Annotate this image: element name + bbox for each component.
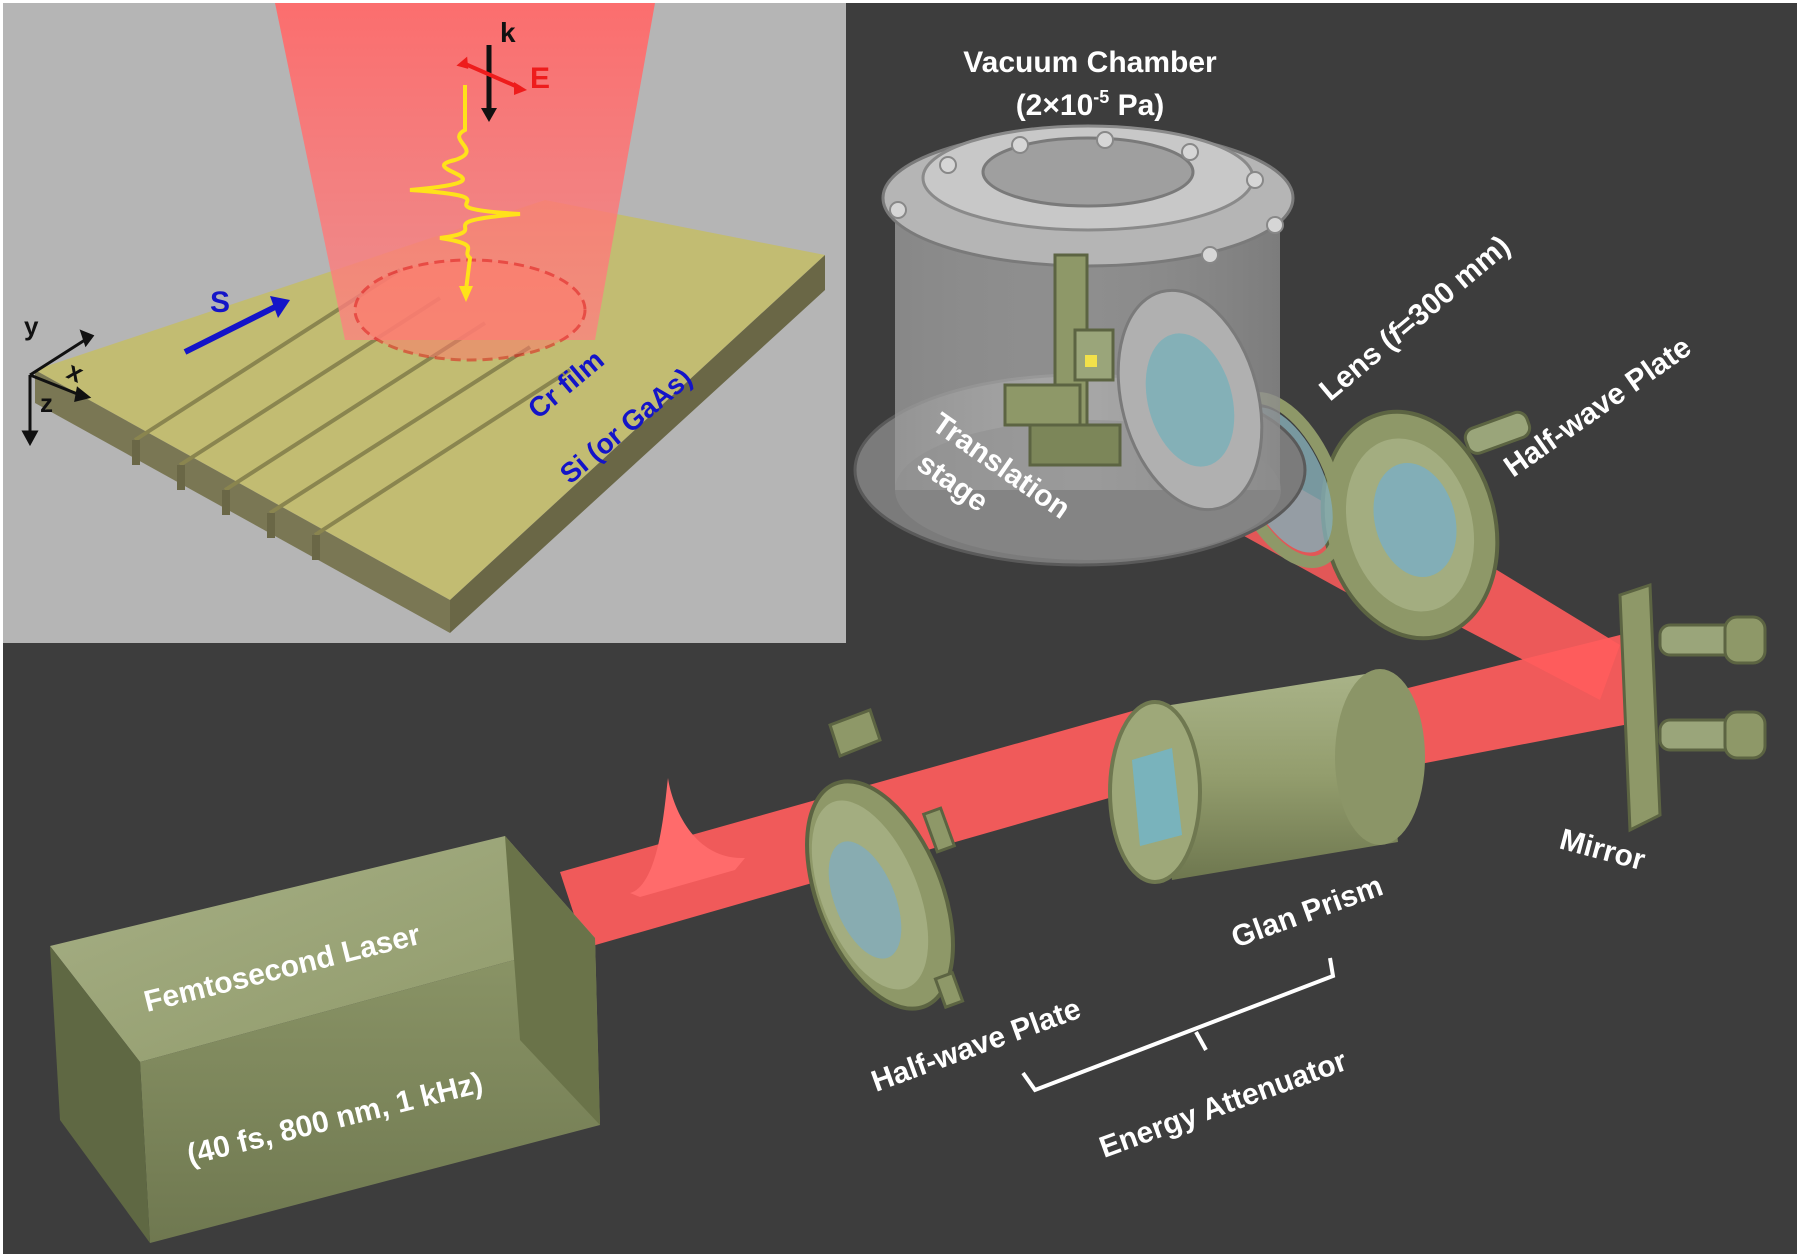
label-e: E — [530, 62, 550, 95]
coordinate-axes — [21, 329, 95, 447]
half-wave-plate-bottom — [805, 708, 965, 1011]
scan-direction-arrow — [183, 296, 290, 355]
pressure-prefix: (2×10 — [1016, 89, 1094, 122]
pressure-suffix: Pa) — [1109, 89, 1164, 122]
laser-spot — [353, 258, 587, 362]
pulse-waveform — [409, 85, 521, 302]
label-vacuum-chamber: Vacuum Chamber — [963, 46, 1217, 79]
e-field-arrow — [456, 56, 527, 95]
mirror — [1618, 582, 1767, 833]
label-chamber-pressure: (2×10-5 Pa) — [1016, 87, 1165, 122]
inset-panel — [3, 3, 846, 643]
focused-beam-cone — [275, 3, 655, 340]
vacuum-chamber — [853, 124, 1307, 567]
k-vector-arrow — [481, 45, 497, 122]
pressure-exponent: -5 — [1093, 87, 1109, 107]
label-axis-y: y — [24, 311, 39, 341]
femtosecond-laser — [50, 836, 600, 1243]
glan-prism — [1108, 669, 1425, 884]
pulse-shape-icon — [630, 778, 745, 897]
main-setup — [50, 124, 1767, 1243]
label-axis-z: z — [40, 388, 53, 418]
half-wave-plate-top — [1320, 409, 1532, 641]
label-s: S — [210, 286, 230, 319]
energy-attenuator-bracket — [1021, 957, 1336, 1093]
label-k: k — [500, 17, 516, 48]
